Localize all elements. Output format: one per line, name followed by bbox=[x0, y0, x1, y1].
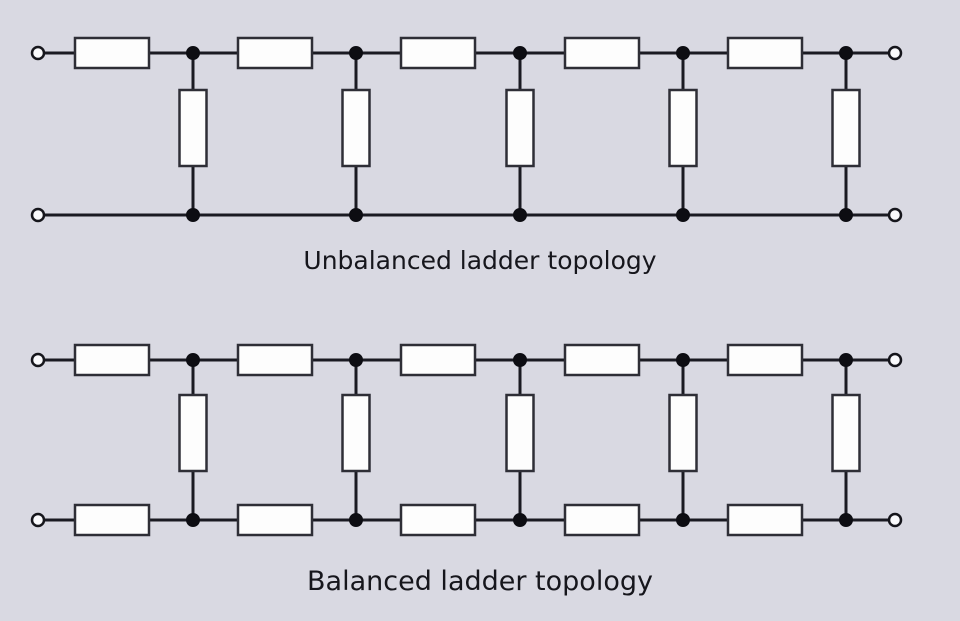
series-resistor-bottom-3[interactable] bbox=[563, 503, 641, 537]
series-resistor-top-0[interactable] bbox=[73, 36, 151, 70]
shunt-resistor-2[interactable] bbox=[505, 393, 535, 473]
series-resistor-top-1[interactable] bbox=[236, 343, 314, 377]
junction-node-top-4 bbox=[839, 353, 853, 367]
shunt-resistor-0[interactable] bbox=[178, 88, 208, 168]
junction-node-top-1 bbox=[349, 353, 363, 367]
junction-node-bottom-3 bbox=[676, 513, 690, 527]
series-resistor-bottom-1[interactable] bbox=[236, 503, 314, 537]
shunt-resistor-4[interactable] bbox=[831, 393, 861, 473]
junction-node-top-0 bbox=[186, 353, 200, 367]
series-resistor-top-3[interactable] bbox=[563, 36, 641, 70]
junction-node-top-2 bbox=[513, 353, 527, 367]
series-resistor-top-2[interactable] bbox=[399, 343, 477, 377]
terminal-output-top[interactable] bbox=[887, 352, 903, 368]
series-resistor-bottom-4[interactable] bbox=[726, 503, 804, 537]
junction-node-top-3 bbox=[676, 353, 690, 367]
shunt-resistor-3[interactable] bbox=[668, 88, 698, 168]
shunt-resistor-1[interactable] bbox=[341, 88, 371, 168]
shunt-resistor-1[interactable] bbox=[341, 393, 371, 473]
junction-node-bottom-4 bbox=[839, 208, 853, 222]
junction-node-bottom-3 bbox=[676, 208, 690, 222]
series-resistor-top-2[interactable] bbox=[399, 36, 477, 70]
terminal-output-bottom[interactable] bbox=[887, 512, 903, 528]
terminal-input-top[interactable] bbox=[30, 352, 46, 368]
junction-node-bottom-0 bbox=[186, 513, 200, 527]
caption-unbalanced-ladder: Unbalanced ladder topology bbox=[303, 246, 657, 275]
junction-node-bottom-0 bbox=[186, 208, 200, 222]
series-resistor-top-1[interactable] bbox=[236, 36, 314, 70]
terminal-input-bottom[interactable] bbox=[30, 207, 46, 223]
terminal-input-top[interactable] bbox=[30, 45, 46, 61]
shunt-resistor-3[interactable] bbox=[668, 393, 698, 473]
shunt-resistor-4[interactable] bbox=[831, 88, 861, 168]
series-resistor-bottom-2[interactable] bbox=[399, 503, 477, 537]
junction-node-bottom-4 bbox=[839, 513, 853, 527]
junction-node-top-4 bbox=[839, 46, 853, 60]
series-resistor-top-4[interactable] bbox=[726, 343, 804, 377]
series-resistor-top-4[interactable] bbox=[726, 36, 804, 70]
junction-node-top-1 bbox=[349, 46, 363, 60]
terminal-output-top[interactable] bbox=[887, 45, 903, 61]
series-resistor-top-3[interactable] bbox=[563, 343, 641, 377]
series-resistor-bottom-0[interactable] bbox=[73, 503, 151, 537]
junction-node-top-2 bbox=[513, 46, 527, 60]
junction-node-bottom-2 bbox=[513, 208, 527, 222]
junction-node-top-0 bbox=[186, 46, 200, 60]
junction-node-top-3 bbox=[676, 46, 690, 60]
junction-node-bottom-2 bbox=[513, 513, 527, 527]
shunt-resistor-2[interactable] bbox=[505, 88, 535, 168]
junction-node-bottom-1 bbox=[349, 208, 363, 222]
caption-balanced-ladder: Balanced ladder topology bbox=[307, 566, 653, 597]
junction-node-bottom-1 bbox=[349, 513, 363, 527]
shunt-resistor-0[interactable] bbox=[178, 393, 208, 473]
terminal-input-bottom[interactable] bbox=[30, 512, 46, 528]
terminal-output-bottom[interactable] bbox=[887, 207, 903, 223]
series-resistor-top-0[interactable] bbox=[73, 343, 151, 377]
